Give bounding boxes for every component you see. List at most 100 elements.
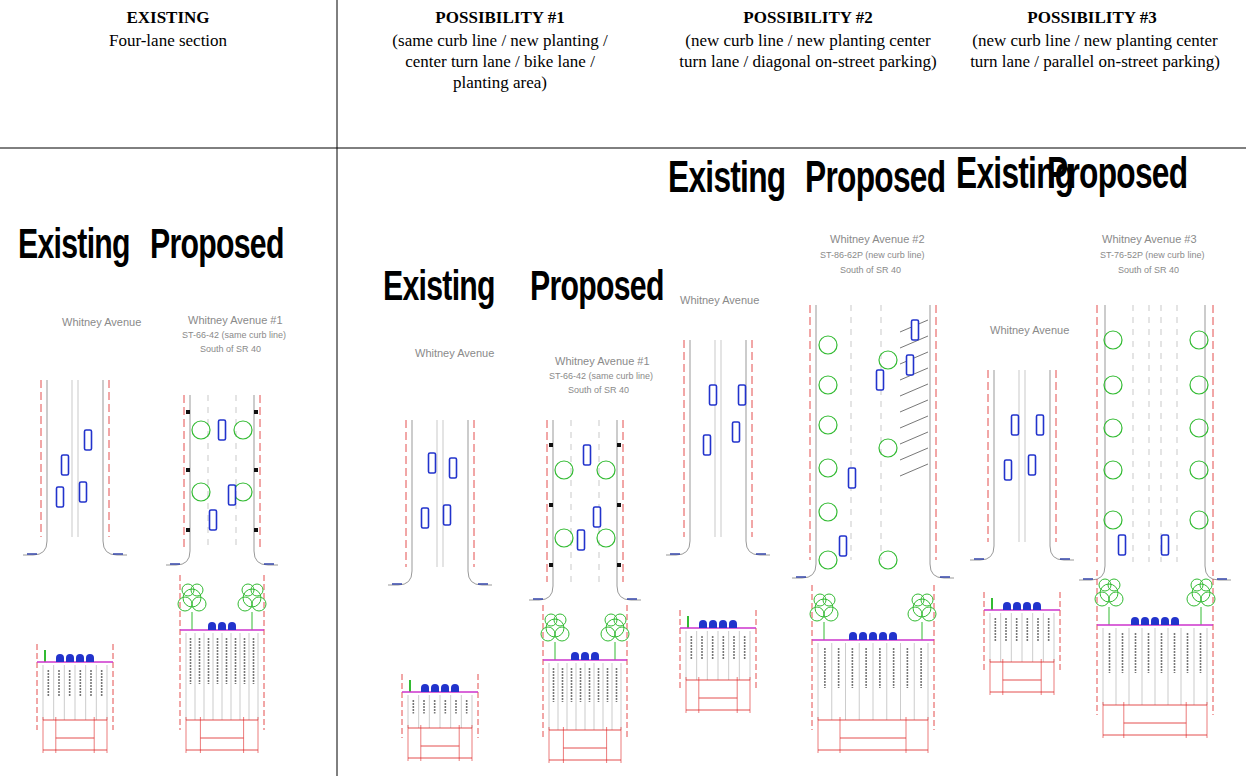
tree-symbol [555, 529, 573, 547]
car-symbol [729, 620, 737, 628]
tree-symbol [819, 336, 837, 354]
tree-symbol [597, 529, 615, 547]
street-name: Whitney Avenue #1 [188, 314, 283, 326]
car-symbol [80, 482, 87, 502]
tree-symbol [1190, 461, 1208, 479]
tree-symbol [819, 551, 837, 569]
car-symbol [733, 422, 740, 442]
tree-symbol [1190, 331, 1208, 349]
car-symbol [228, 622, 236, 630]
car-symbol [218, 622, 226, 630]
street-plan [970, 370, 1074, 560]
car-symbol [444, 505, 451, 525]
car-symbol [62, 455, 69, 475]
car-symbol [719, 620, 727, 628]
street-name: Whitney Avenue #1 [555, 355, 650, 367]
drawing-title-text: Proposed [530, 262, 664, 310]
car-symbol [709, 620, 717, 628]
car-symbol [1033, 602, 1041, 610]
tree-symbol [819, 503, 837, 521]
car-symbol [849, 468, 856, 488]
tree-symbol [1190, 419, 1208, 437]
car-symbol [76, 654, 84, 662]
car-symbol [57, 487, 64, 507]
car-symbol [441, 684, 449, 692]
street-plan [666, 340, 770, 555]
car-symbol [859, 632, 867, 640]
car-symbol [1131, 617, 1139, 625]
cross-section [1095, 570, 1215, 738]
car-symbol [1013, 602, 1021, 610]
car-symbol [571, 652, 579, 660]
car-symbol [840, 536, 847, 556]
car-symbol [56, 654, 64, 662]
car-symbol [429, 453, 436, 473]
cross-section [402, 674, 478, 761]
car-symbol [1151, 617, 1159, 625]
street-plan [529, 420, 641, 600]
car-symbol [710, 385, 717, 405]
street-plan [166, 395, 278, 565]
drawing-note: South of SR 40 [1118, 265, 1179, 275]
column-subtitle: (same curb line / new planting / center … [383, 30, 618, 93]
car-symbol [1012, 415, 1019, 435]
car-symbol [1023, 602, 1031, 610]
car-symbol [1162, 535, 1169, 555]
drawing-title: Proposed [150, 220, 336, 268]
drawing-title-text: Existing [668, 152, 785, 202]
drawing-note: South of SR 40 [840, 265, 901, 275]
tree-symbol [192, 483, 210, 501]
car-symbol [889, 632, 897, 640]
car-symbol [451, 684, 459, 692]
car-symbol [1161, 617, 1169, 625]
tree-symbol [555, 461, 573, 479]
car-symbol [584, 445, 591, 465]
car-symbol [877, 370, 884, 390]
street-plan [388, 420, 492, 585]
car-symbol [85, 430, 92, 450]
car-symbol [1005, 460, 1012, 480]
column-heading: EXISTING [18, 8, 318, 28]
street-name: Whitney Avenue [415, 347, 494, 359]
drawing-title-text: Existing [383, 262, 495, 310]
tree-symbol [1104, 511, 1122, 529]
tree-symbol [1104, 419, 1122, 437]
tree-symbol [819, 416, 837, 434]
car-symbol [591, 652, 599, 660]
cross-section [541, 605, 629, 763]
car-symbol [849, 632, 857, 640]
column-divider [337, 0, 338, 776]
car-symbol [229, 485, 236, 505]
street-plan [23, 380, 127, 555]
drawing-note: South of SR 40 [200, 344, 261, 354]
drawing-note: ST-66-42 (same curb line) [182, 330, 286, 340]
column-subtitle: Four-lane section [18, 30, 318, 51]
column-heading: POSSIBILITY #1 [350, 8, 650, 28]
tree-symbol [192, 421, 210, 439]
tree-symbol [1104, 376, 1122, 394]
cross-section [984, 592, 1060, 695]
car-symbol [879, 632, 887, 640]
car-symbol [422, 508, 429, 528]
tree-symbol [1104, 461, 1122, 479]
column-heading: POSSIBILITY #3 [942, 8, 1242, 28]
column-subtitle: (new curb line / new planting center tur… [671, 30, 946, 72]
car-symbol [594, 507, 601, 527]
tree-symbol [597, 461, 615, 479]
street-name: Whitney Avenue [62, 316, 141, 328]
car-symbol [210, 510, 217, 530]
car-symbol [66, 654, 74, 662]
street-name: Whitney Avenue #2 [830, 233, 925, 245]
cross-section [810, 585, 936, 753]
tree-symbol [1104, 331, 1122, 349]
car-symbol [1003, 602, 1011, 610]
car-symbol [907, 355, 914, 375]
drawing-title-text: Proposed [1047, 148, 1187, 198]
street-name: Whitney Avenue [990, 324, 1069, 336]
tree-symbol [234, 421, 252, 439]
cross-section [37, 644, 113, 753]
drawing-note: ST-76-52P (new curb line) [1100, 250, 1204, 260]
street-name: Whitney Avenue [680, 294, 759, 306]
car-symbol [1029, 455, 1036, 475]
